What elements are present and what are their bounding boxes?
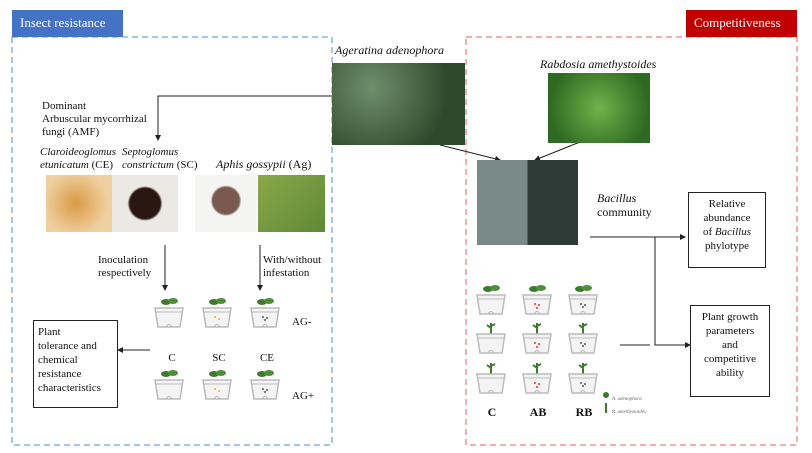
treatment-rb: RB [575, 405, 593, 419]
ce-abbr: (CE) [88, 159, 114, 171]
ce-name: Claroideoglomus [40, 146, 116, 158]
ra-l3: of [703, 226, 715, 238]
rabdosia-photo [548, 73, 650, 143]
ce-photo [46, 175, 112, 232]
ag-minus-label: AG- [292, 316, 312, 328]
plant-tolerance-box: Plant tolerance and chemical resistance … [33, 320, 118, 408]
relative-abundance-box: Relative abundance of Bacillus phylotype [688, 192, 766, 268]
community-label: community [597, 205, 652, 219]
pot-icon [474, 322, 508, 354]
ce-name2: etunicatum [40, 159, 89, 171]
pot-icon [520, 283, 554, 315]
aphid-abbr: (Ag) [285, 157, 312, 171]
pot-icon [566, 283, 600, 315]
ra-l1: Relative [708, 198, 746, 210]
aphid-photo [258, 175, 325, 232]
rabdosia-label: Rabdosia amethystoides [540, 57, 657, 71]
legend-r: R. amethystoides [612, 410, 646, 415]
pot-icon [520, 322, 554, 354]
treatment-ab: AB [529, 405, 547, 419]
pot-icon [248, 296, 282, 328]
treatment-sc: SC [212, 352, 226, 364]
sc-name: Septoglomus [122, 146, 179, 158]
pot-icon [248, 368, 282, 400]
ageratina-label: Ageratina adenophora [335, 43, 444, 57]
pot-icon [474, 362, 508, 394]
aphid-label: Aphis gossypii (Ag) [216, 158, 311, 171]
ra-l2: abundance [703, 212, 751, 224]
pot-icon [152, 296, 186, 328]
legend-a: A. adenophora [612, 397, 642, 402]
ra-l3i: Bacillus [714, 226, 751, 238]
insect-resistance-tab: Insect resistance [12, 10, 123, 37]
sc-photo [112, 175, 178, 232]
pot-icon [200, 368, 234, 400]
pot-icon [474, 283, 508, 315]
sc-name2: constrictum [122, 159, 174, 171]
ag-plus-label: AG+ [292, 390, 315, 402]
pot-icon [200, 296, 234, 328]
bacillus-photos [477, 160, 578, 245]
leaf-photo [195, 175, 257, 232]
pot-icon [520, 362, 554, 394]
pot-icon [566, 322, 600, 354]
pot-icon [566, 362, 600, 394]
sc-abbr: (SC) [173, 159, 198, 171]
infestation-label: With/without infestation [263, 254, 322, 279]
inoculation-label: Inoculation respectively [98, 254, 152, 279]
bacillus-label: Bacillus [597, 191, 637, 205]
plant-growth-box: Plant growth parameters and competitive … [690, 305, 770, 397]
right-panel-border [465, 36, 798, 446]
rabdosia-legend-icon [605, 403, 607, 413]
aphid-name: Aphis gossypii [216, 157, 286, 171]
treatment-c-right: C [487, 405, 497, 419]
ageratina-photo [332, 63, 465, 145]
ageratina-legend-icon [603, 392, 609, 398]
amf-heading: Dominant Arbuscular mycorrhizal fungi (A… [42, 100, 147, 138]
left-panel-border [11, 36, 333, 446]
ra-l4: phylotype [705, 240, 749, 252]
competitiveness-tab: Competitiveness [686, 10, 797, 37]
treatment-ce: CE [259, 352, 275, 364]
treatment-c: C [168, 352, 176, 364]
pot-icon [152, 368, 186, 400]
